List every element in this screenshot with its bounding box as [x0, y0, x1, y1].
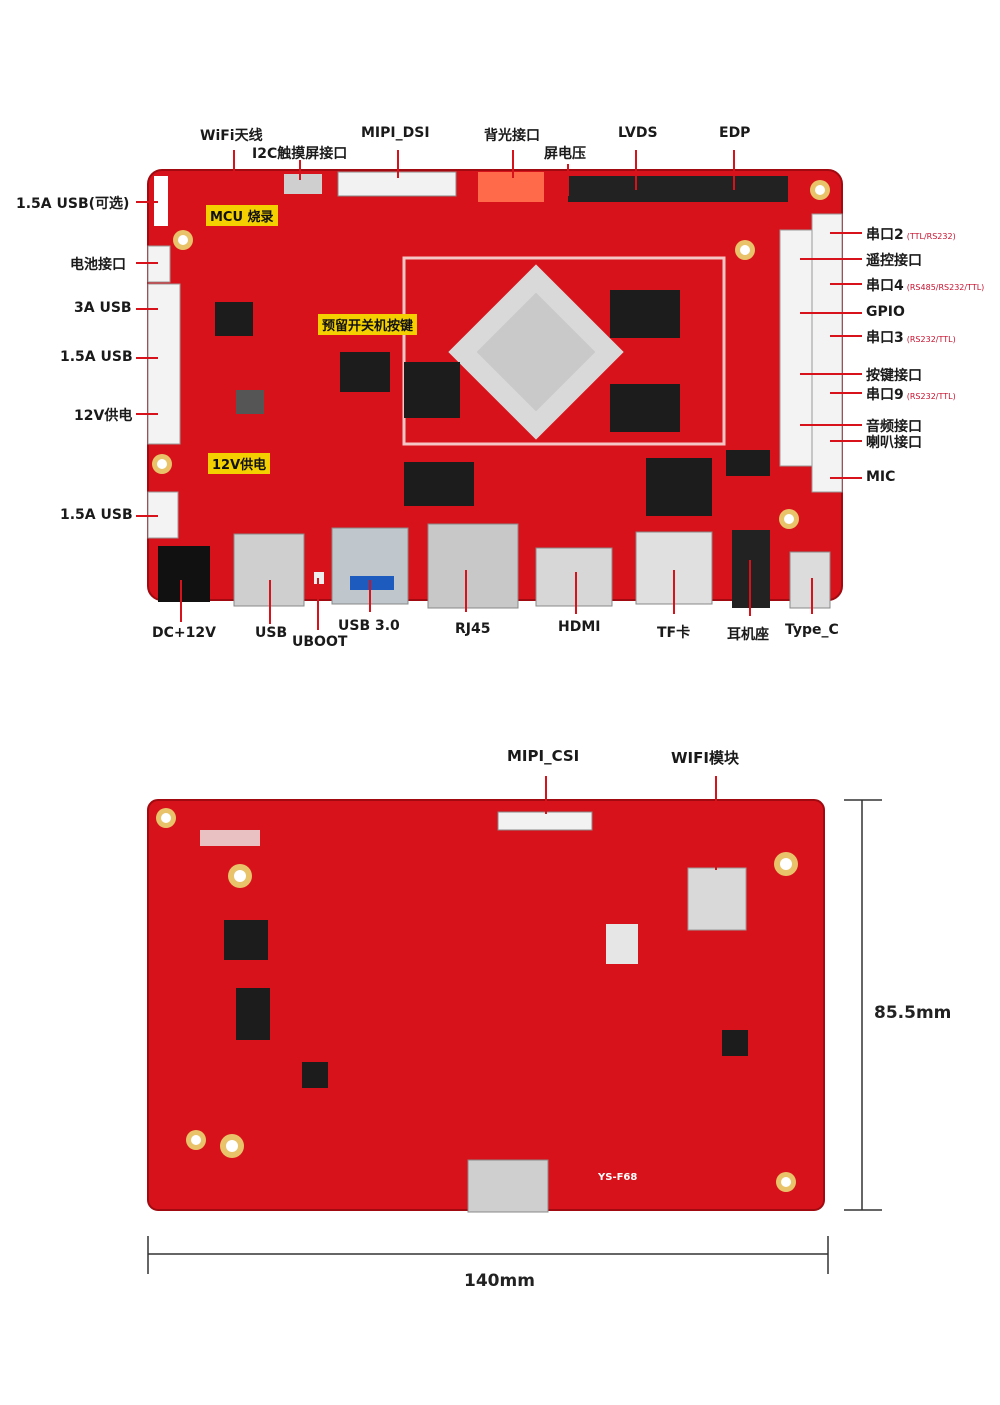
tag-mcu-burn: MCU 烧录 — [206, 205, 278, 226]
label-screen-voltage: 屏电压 — [544, 146, 586, 162]
label-headphone: 耳机座 — [727, 627, 769, 643]
label-uart9: 串口9(RS232/TTL) — [866, 387, 956, 403]
label-uart4: 串口4(RS485/RS232/TTL) — [866, 278, 985, 294]
label-mic: MIC — [866, 469, 896, 485]
wifi-module — [687, 867, 747, 931]
label-usb: USB — [255, 625, 288, 641]
tag-power-key: 预留开关机按键 — [318, 314, 418, 335]
label-rj45: RJ45 — [455, 621, 491, 637]
bottom-pcb — [148, 800, 824, 1210]
label-speaker: 喇叭接口 — [866, 435, 922, 451]
backlight-connector — [478, 172, 544, 202]
dimension-height: 85.5mm — [874, 1003, 952, 1023]
label-12v-power: 12V供电 — [74, 408, 133, 424]
edp-header — [708, 176, 788, 202]
label-dc12v: DC+12V — [152, 625, 216, 641]
label-usb-1-5a-b: 1.5A USB — [60, 507, 133, 523]
label-uart2: 串口2(TTL/RS232) — [866, 227, 956, 243]
ram-chip-1 — [610, 290, 680, 338]
tag-12v: 12V供电 — [208, 453, 271, 474]
soc-outline — [402, 256, 726, 446]
label-lvds: LVDS — [618, 125, 658, 141]
label-remote: 遥控接口 — [866, 253, 922, 269]
label-mipi-csi: MIPI_CSI — [507, 747, 580, 765]
ram-chip-2 — [610, 384, 680, 432]
label-key: 按键接口 — [866, 368, 922, 384]
dimension-width: 140mm — [464, 1271, 535, 1291]
label-mipi-dsi: MIPI_DSI — [361, 125, 430, 141]
label-tf-card: TF卡 — [657, 625, 691, 641]
label-usb-optional: 1.5A USB(可选) — [16, 196, 130, 212]
label-usb-3a: 3A USB — [74, 300, 132, 316]
label-wifi-module: WIFI模块 — [671, 749, 739, 767]
label-usb3: USB 3.0 — [338, 618, 400, 634]
label-audio: 音频接口 — [866, 419, 922, 435]
label-uboot: UBOOT — [292, 634, 348, 650]
label-backlight: 背光接口 — [484, 128, 540, 144]
emmc-chip — [646, 458, 712, 516]
label-hdmi: HDMI — [558, 619, 601, 635]
label-i2c-touch: I2C触摸屏接口 — [252, 146, 348, 162]
label-gpio: GPIO — [866, 304, 905, 320]
label-uart3: 串口3(RS232/TTL) — [866, 330, 956, 346]
lvds-header — [568, 176, 708, 202]
label-usb-1-5a-a: 1.5A USB — [60, 349, 133, 365]
silkscreen-model: YS-F68 — [598, 1172, 638, 1183]
label-wifi-antenna: WiFi天线 — [200, 128, 263, 144]
label-battery: 电池接口 — [70, 257, 126, 273]
label-type-c: Type_C — [785, 622, 839, 638]
label-edp: EDP — [719, 125, 751, 141]
